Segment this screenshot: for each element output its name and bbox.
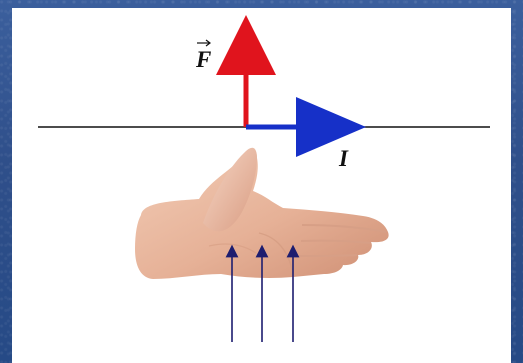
left-hand-rule-diagram: F I bbox=[38, 15, 490, 342]
current-label: I bbox=[338, 146, 349, 171]
hand-shape bbox=[135, 147, 389, 279]
force-label-group: F bbox=[195, 39, 211, 72]
left-hand-icon bbox=[135, 147, 389, 279]
vector-arrowhead-icon bbox=[205, 39, 211, 47]
thumb-shape bbox=[203, 147, 257, 232]
finger-crease-icon bbox=[298, 254, 358, 257]
diagram-panel: F I bbox=[12, 8, 511, 363]
palm-line-icon bbox=[258, 232, 293, 271]
finger-crease-icon bbox=[301, 224, 387, 233]
force-label: F bbox=[195, 47, 211, 72]
magnetic-field-group bbox=[225, 244, 300, 342]
finger-crease-icon bbox=[300, 239, 371, 244]
